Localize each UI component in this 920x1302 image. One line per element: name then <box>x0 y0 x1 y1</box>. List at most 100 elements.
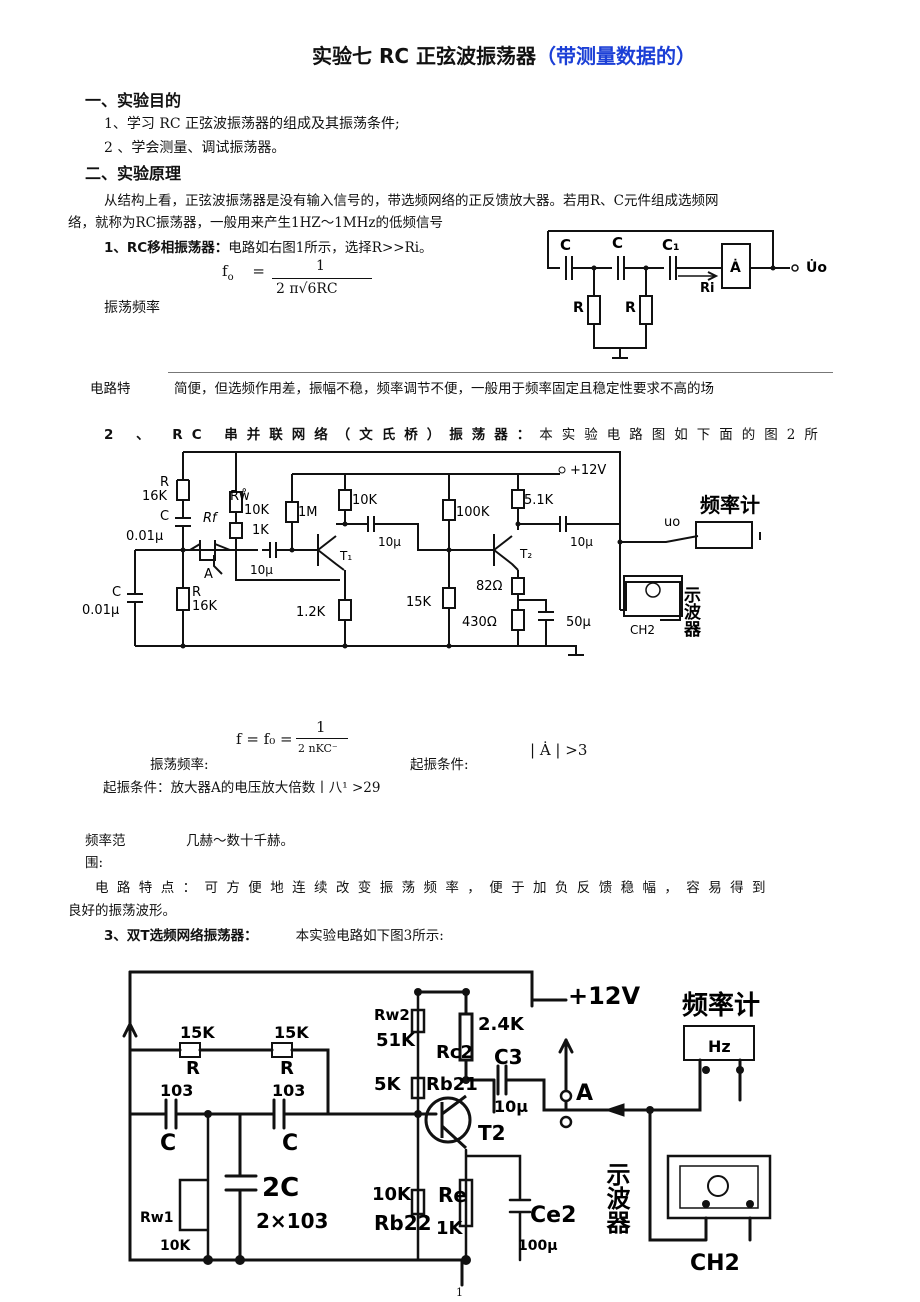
sec1-item-1: 1、学习 RC 正弦波振荡器的组成及其振荡条件; <box>104 116 400 132</box>
p2-range-label: 频率范 <box>85 833 126 849</box>
fig3-c3-val: 10μ <box>494 1097 528 1116</box>
fig3-c3: C3 <box>494 1045 523 1069</box>
p2-tail: 本实验电路图如下面的图2所 <box>539 427 827 443</box>
fig2-c50u: 50μ <box>566 615 591 630</box>
fig2-r-top: R <box>160 475 169 490</box>
fig2-ch2: CH2 <box>630 623 655 637</box>
fig2-r10k: 10K <box>352 493 378 508</box>
fig2-c-top: C <box>160 509 169 524</box>
fig2-rw-val: 10K <box>244 503 270 518</box>
fig1-out: U̇o <box>806 259 827 276</box>
p2-start-formula: | Ȧ | >3 <box>530 741 588 759</box>
title-highlight: （带测量数据的） <box>536 44 697 68</box>
p2-start-label: 起振条件: <box>410 757 469 773</box>
formula-1-eq: = <box>252 262 265 280</box>
fig1-c1: C <box>560 236 571 254</box>
fig3-rb22: Rb22 <box>374 1211 432 1235</box>
formula-1-num: 1 <box>316 258 325 274</box>
fig3-rb22-val: 10K <box>372 1184 412 1205</box>
formula-1-sub: o <box>227 272 234 283</box>
fig1-r2: R <box>625 300 636 316</box>
p1-line: 1、RC移相振荡器：电路如右图1所示，选择R>>Ri。 <box>104 236 433 256</box>
formula-2: f = f₀ = <box>236 730 293 748</box>
fig3-ch2: CH2 <box>690 1251 740 1276</box>
fig2-r-bot: R <box>192 585 201 600</box>
fig2-c-top-val: 0.01μ <box>126 529 163 544</box>
p1-text: 电路如右图1所示，选择R>>Ri。 <box>228 240 433 256</box>
fig2-r82: 82Ω <box>476 579 503 594</box>
fig2-r-bot-val: 16K <box>192 599 218 614</box>
fig3-rw2-val: 51K <box>376 1030 416 1051</box>
fig3-ce2-val: 100μ <box>518 1238 558 1254</box>
fig2-c10u-b: 10μ <box>378 535 401 549</box>
fig3-ce2: Ce2 <box>530 1203 576 1228</box>
fig2-rf: Rf <box>203 511 219 526</box>
fig2-r15k: 15K <box>406 595 432 610</box>
fig3-r-2: R <box>280 1058 294 1079</box>
fig3-c-2: C <box>282 1131 298 1156</box>
formula-2-bar <box>296 738 348 739</box>
fig2-c-bot: C <box>112 585 121 600</box>
fig2-r430: 430Ω <box>462 615 497 630</box>
p1-freq-label: 振荡频率 <box>104 300 160 316</box>
fig2-r100k: 100K <box>456 505 490 520</box>
sec2-intro-1: 从结构上看，正弦波振荡器是没有输入信号的，带选频网络的正反馈放大器。若用R、C元… <box>104 193 719 209</box>
p2-freq-label: 振荡频率: <box>150 757 209 773</box>
formula-1-bar <box>272 278 372 279</box>
p1-feature-label: 电路特 <box>90 381 131 397</box>
section-1-heading: 一、实验目的 <box>85 91 182 110</box>
fig3-re-val: 1K <box>436 1218 464 1239</box>
fig3-hz: Hz <box>708 1037 731 1056</box>
fig2-t1: T₁ <box>339 549 352 563</box>
p3-line: 3、双T选频网络振荡器： 本实验电路如下图3所示: <box>104 924 444 944</box>
formula-2-num: 1 <box>316 718 326 736</box>
fig2-r-top-val: 16K <box>142 489 168 504</box>
p1-label: 1、RC移相振荡器： <box>104 240 229 256</box>
formula-1-lhs: f <box>222 262 228 280</box>
fig3-rc2: Rc2 <box>436 1042 473 1063</box>
fig2-vcc: +12V <box>570 463 606 478</box>
formula-1: fo = <box>222 262 265 283</box>
fig2-r51k: 5.1K <box>524 493 554 508</box>
p2-range-label-2: 围: <box>85 855 104 871</box>
p2-start-line: 起振条件：放大器A的电压放大倍数丨八¹ >29 <box>103 780 381 796</box>
fig3-rc2-val: 2.4K <box>478 1014 525 1035</box>
p2-line: 2 、 RC 串并联网络（文氏桥）振荡器：本实验电路图如下面的图2所 <box>104 423 827 443</box>
fig3-rb21: Rb21 <box>426 1074 478 1095</box>
formula-1-den: 2 π√6RC <box>276 281 338 297</box>
fig3-vcc: +12V <box>568 982 641 1010</box>
fig2-scope: 示波器 <box>680 586 702 638</box>
fig3-scope: 示波器 <box>602 1162 631 1234</box>
p3-label: 3、双T选频网络振荡器： <box>104 928 258 944</box>
fig3-rb21-val: 5K <box>374 1074 402 1095</box>
fig2-c10u-c: 10μ <box>570 535 593 549</box>
fig3-rw2: Rw2 <box>374 1006 410 1024</box>
fig3-rw1-val: 10K <box>160 1238 191 1254</box>
fig3-c2c: 2C <box>262 1173 299 1203</box>
fig3-c103-2: 103 <box>272 1081 305 1100</box>
p2-label: 2 、 RC 串并联网络（文氏桥）振荡器： <box>104 427 540 443</box>
p3-text: 本实验电路如下图3所示: <box>295 928 444 944</box>
fig2-a: A <box>204 567 213 582</box>
fig3-r15k-2: 15K <box>274 1023 309 1042</box>
fig2-c-bot-val: 0.01μ <box>82 603 119 618</box>
fig2-uo: uo <box>664 515 680 530</box>
p2-range-text: 几赫～数十千赫。 <box>186 833 294 849</box>
fig1-c3: C₁ <box>662 236 680 254</box>
fig3-t2: T2 <box>478 1121 506 1145</box>
formula-2-den: 2 nKC⁻ <box>298 742 338 755</box>
fig3-c2c-val: 2×103 <box>256 1209 328 1233</box>
fig3-r-1: R <box>186 1058 200 1079</box>
fig3-c103-1: 103 <box>160 1081 193 1100</box>
divider <box>168 372 833 373</box>
sec1-item-2: 2 、学会测量、调试振荡器。 <box>104 140 286 156</box>
p2-feature-1: 电路特点：可方便地连续改变振荡频率，便于加负反馈稳幅，容易得到 <box>95 880 774 896</box>
fig2-freq-meter: 频率计 <box>700 493 760 517</box>
fig2-r12k: 1.2K <box>296 605 326 620</box>
title-main: 实验七 RC 正弦波振荡器 <box>312 44 537 68</box>
fig1-ri: Ri <box>700 281 714 296</box>
fig3-rw1: Rw1 <box>140 1210 173 1226</box>
fig2-r1m: 1M <box>298 505 318 520</box>
fig1-c2: C <box>612 234 623 252</box>
fig2-t2: T₂ <box>519 547 532 561</box>
